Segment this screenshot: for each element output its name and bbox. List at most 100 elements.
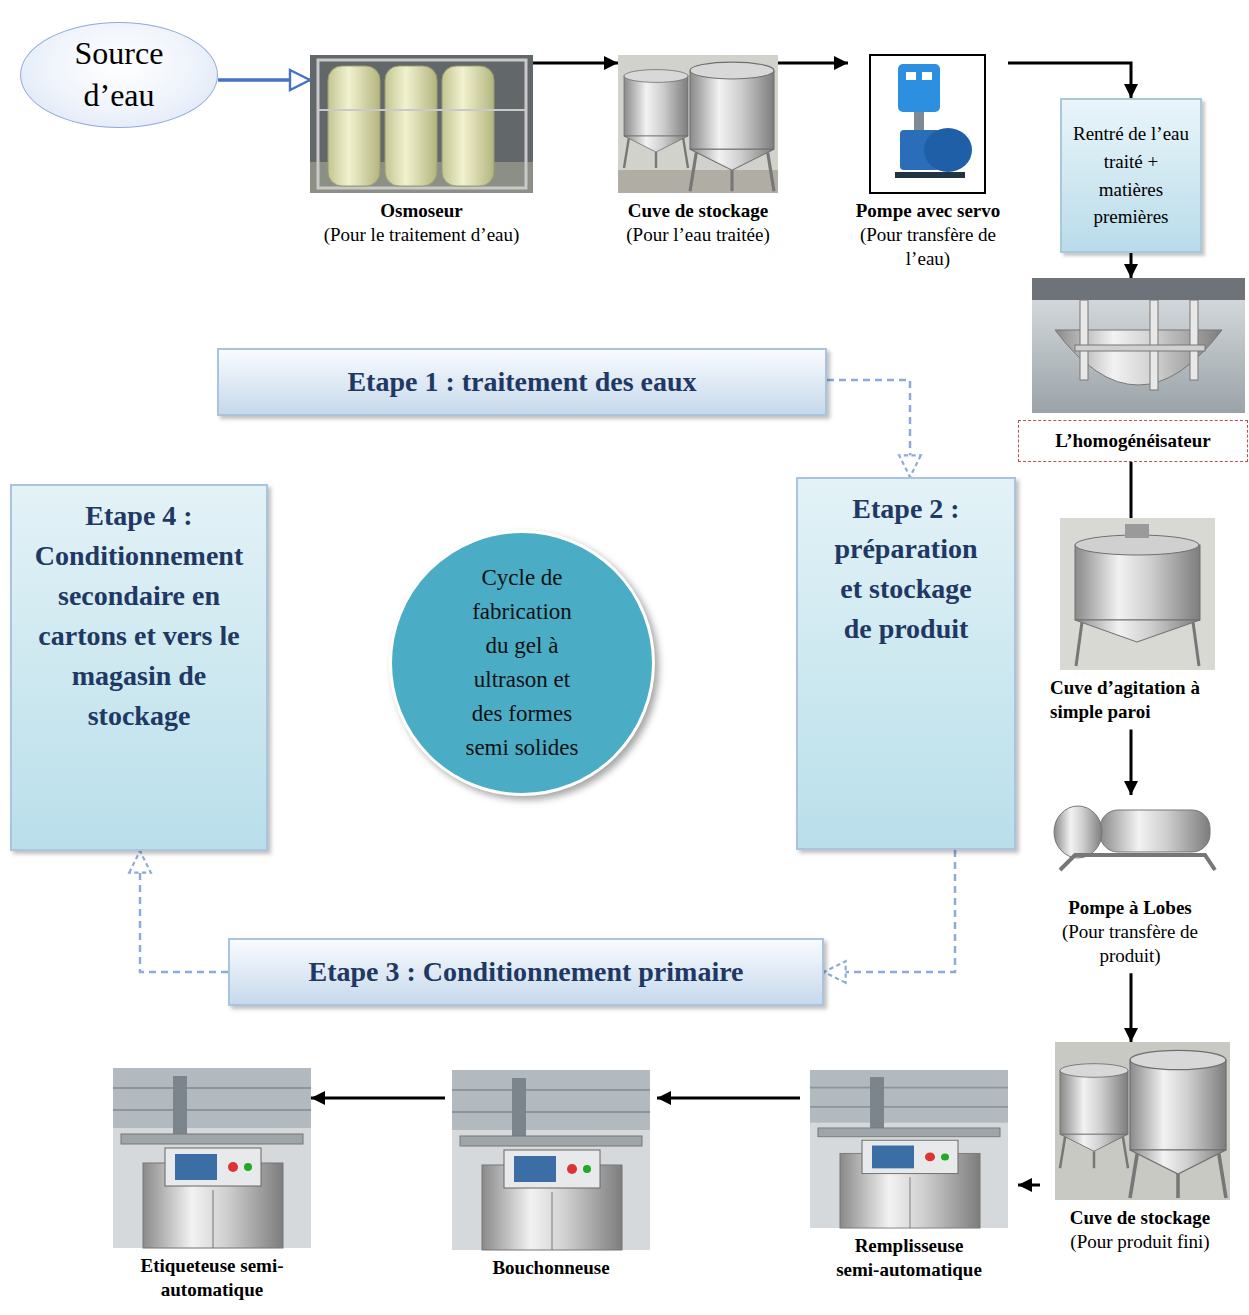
source-label: Source d’eau (59, 33, 179, 116)
flow-arrow (1018, 1184, 1040, 1187)
illustration-part (310, 55, 533, 193)
illustration-part (1060, 518, 1215, 670)
illustration-part (1032, 278, 1245, 413)
stage-title: Etape 1 : traitement des eaux (347, 362, 696, 402)
stage-band: Etape 1 : traitement des eaux (217, 348, 827, 416)
photo-area (310, 55, 533, 193)
mixing-tank-photo (1060, 518, 1215, 670)
photo-area (113, 1068, 311, 1248)
illustration-part (924, 128, 972, 172)
illustration-part (1075, 545, 1200, 620)
lobe-pump-photo (1045, 795, 1225, 890)
equipment-photo: Osmoseur(Pour le traitement d’eau) (310, 55, 533, 247)
equipment-name: Cuve de stockage (1040, 1206, 1240, 1230)
flow-arrow (1008, 63, 1131, 98)
water-tank-photo (618, 55, 778, 193)
equipment-photo: L’homogénéisateur (1018, 278, 1248, 462)
flow-arrow (778, 62, 848, 65)
labelling-machine-photo (113, 1068, 311, 1248)
illustration-part (1193, 622, 1199, 666)
homogenizer-photo (1032, 278, 1245, 413)
illustration-part (1075, 345, 1205, 351)
illustration-part (618, 55, 778, 193)
equipment-note: (Pour le traitement d’eau) (310, 223, 533, 247)
illustration-part (1130, 1050, 1226, 1198)
flow-arrow (140, 851, 228, 972)
equipment-photo: Etiqueteuse semi-automatique (113, 1068, 311, 1302)
equipment-note: (Pour transfère de produit) (1035, 920, 1225, 968)
equipment-name: L’homogénéisateur (1018, 420, 1248, 462)
cycle-circle: Cycle de fabrication du gel à ultrason e… (389, 530, 655, 796)
illustration-part (914, 112, 924, 130)
photo-area (1045, 518, 1245, 670)
flow-arrow (827, 380, 910, 477)
illustration-part (618, 170, 778, 193)
flow-arrow (533, 62, 618, 65)
equipment-name: Osmoseur (310, 199, 533, 223)
stage-title: Etape 4 : Conditionnement secondaire en … (22, 496, 256, 736)
source-ellipse: Source d’eau (20, 22, 218, 128)
flow-arrow (1130, 253, 1133, 278)
equipment-note: (Pour produit fini) (1040, 1230, 1240, 1254)
stage-band: Etape 3 : Conditionnement primaire (228, 938, 824, 1006)
illustration-part (690, 62, 774, 191)
illustration-part (895, 172, 965, 178)
equipment-photo: Remplisseuse semi-automatique (800, 1070, 1018, 1282)
input-box: Rentré de l’eau traité + matières premiè… (1060, 98, 1202, 253)
stage-title: Etape 2 : préparation et stockage de pro… (832, 489, 980, 649)
illustration-part (1055, 1042, 1230, 1200)
photo-area (618, 55, 778, 193)
illustration-part (810, 1070, 1008, 1228)
illustration-part (1060, 1064, 1128, 1169)
illustration-part (870, 55, 985, 193)
product-tank-photo (1055, 1042, 1230, 1200)
equipment-note: (Pour l’eau traitée) (618, 223, 778, 247)
photo-area (848, 55, 1008, 193)
illustration-part (1032, 278, 1245, 300)
flow-arrow (1130, 973, 1133, 1042)
equipment-name: Cuve d’agitation à simple paroi (1050, 676, 1245, 724)
photo-area (1018, 278, 1248, 413)
equipment-photo: Cuve de stockage(Pour l’eau traitée) (618, 55, 778, 247)
osmoseur-photo (310, 55, 533, 193)
illustration-part (624, 70, 688, 168)
illustration-part (113, 1068, 311, 1248)
equipment-note: (Pour transfère de l’eau) (848, 223, 1008, 271)
photo-area (1030, 795, 1230, 890)
illustration-part (1100, 810, 1210, 852)
capping-machine-photo (452, 1070, 650, 1250)
illustration-part (906, 72, 916, 80)
illustration-part (1075, 620, 1200, 642)
illustration-part (442, 66, 494, 186)
illustration-part (1190, 300, 1198, 380)
illustration-part (1076, 622, 1082, 666)
illustration-part (1125, 524, 1149, 538)
illustration-part (922, 72, 932, 80)
stage-title: Etape 3 : Conditionnement primaire (308, 952, 743, 992)
equipment-name: Cuve de stockage (618, 199, 778, 223)
photo-area (445, 1070, 657, 1250)
flow-arrow (311, 1097, 445, 1100)
photo-area (800, 1070, 1018, 1228)
equipment-photo: Pompe avec servo(Pour transfère de l’eau… (848, 55, 1008, 270)
illustration-part (1045, 795, 1225, 890)
equipment-name: Pompe à Lobes (1035, 896, 1225, 920)
stage-band: Etape 4 : Conditionnement secondaire en … (10, 484, 268, 851)
illustration-part (452, 1070, 650, 1250)
photo-area (1040, 1042, 1240, 1200)
illustration-part (898, 64, 940, 112)
illustration-part (318, 109, 526, 111)
equipment-photo: Cuve de stockage(Pour produit fini) (1040, 1042, 1240, 1254)
flow-arrow (218, 78, 310, 82)
illustration-part (1060, 855, 1215, 870)
equipment-name: Pompe avec servo (848, 199, 1008, 223)
flow-arrow (657, 1097, 800, 1100)
equipment-photo: Cuve d’agitation à simple paroi (1045, 518, 1245, 724)
equipment-photo: Pompe à Lobes(Pour transfère de produit) (1030, 795, 1230, 967)
flow-arrow (1130, 730, 1133, 796)
box-text: Rentré de l’eau traité + matières premiè… (1070, 120, 1192, 230)
stage-band: Etape 2 : préparation et stockage de pro… (796, 477, 1016, 850)
illustration-part (1080, 300, 1088, 380)
flow-arrow (1130, 462, 1133, 518)
illustration-part (318, 60, 526, 188)
